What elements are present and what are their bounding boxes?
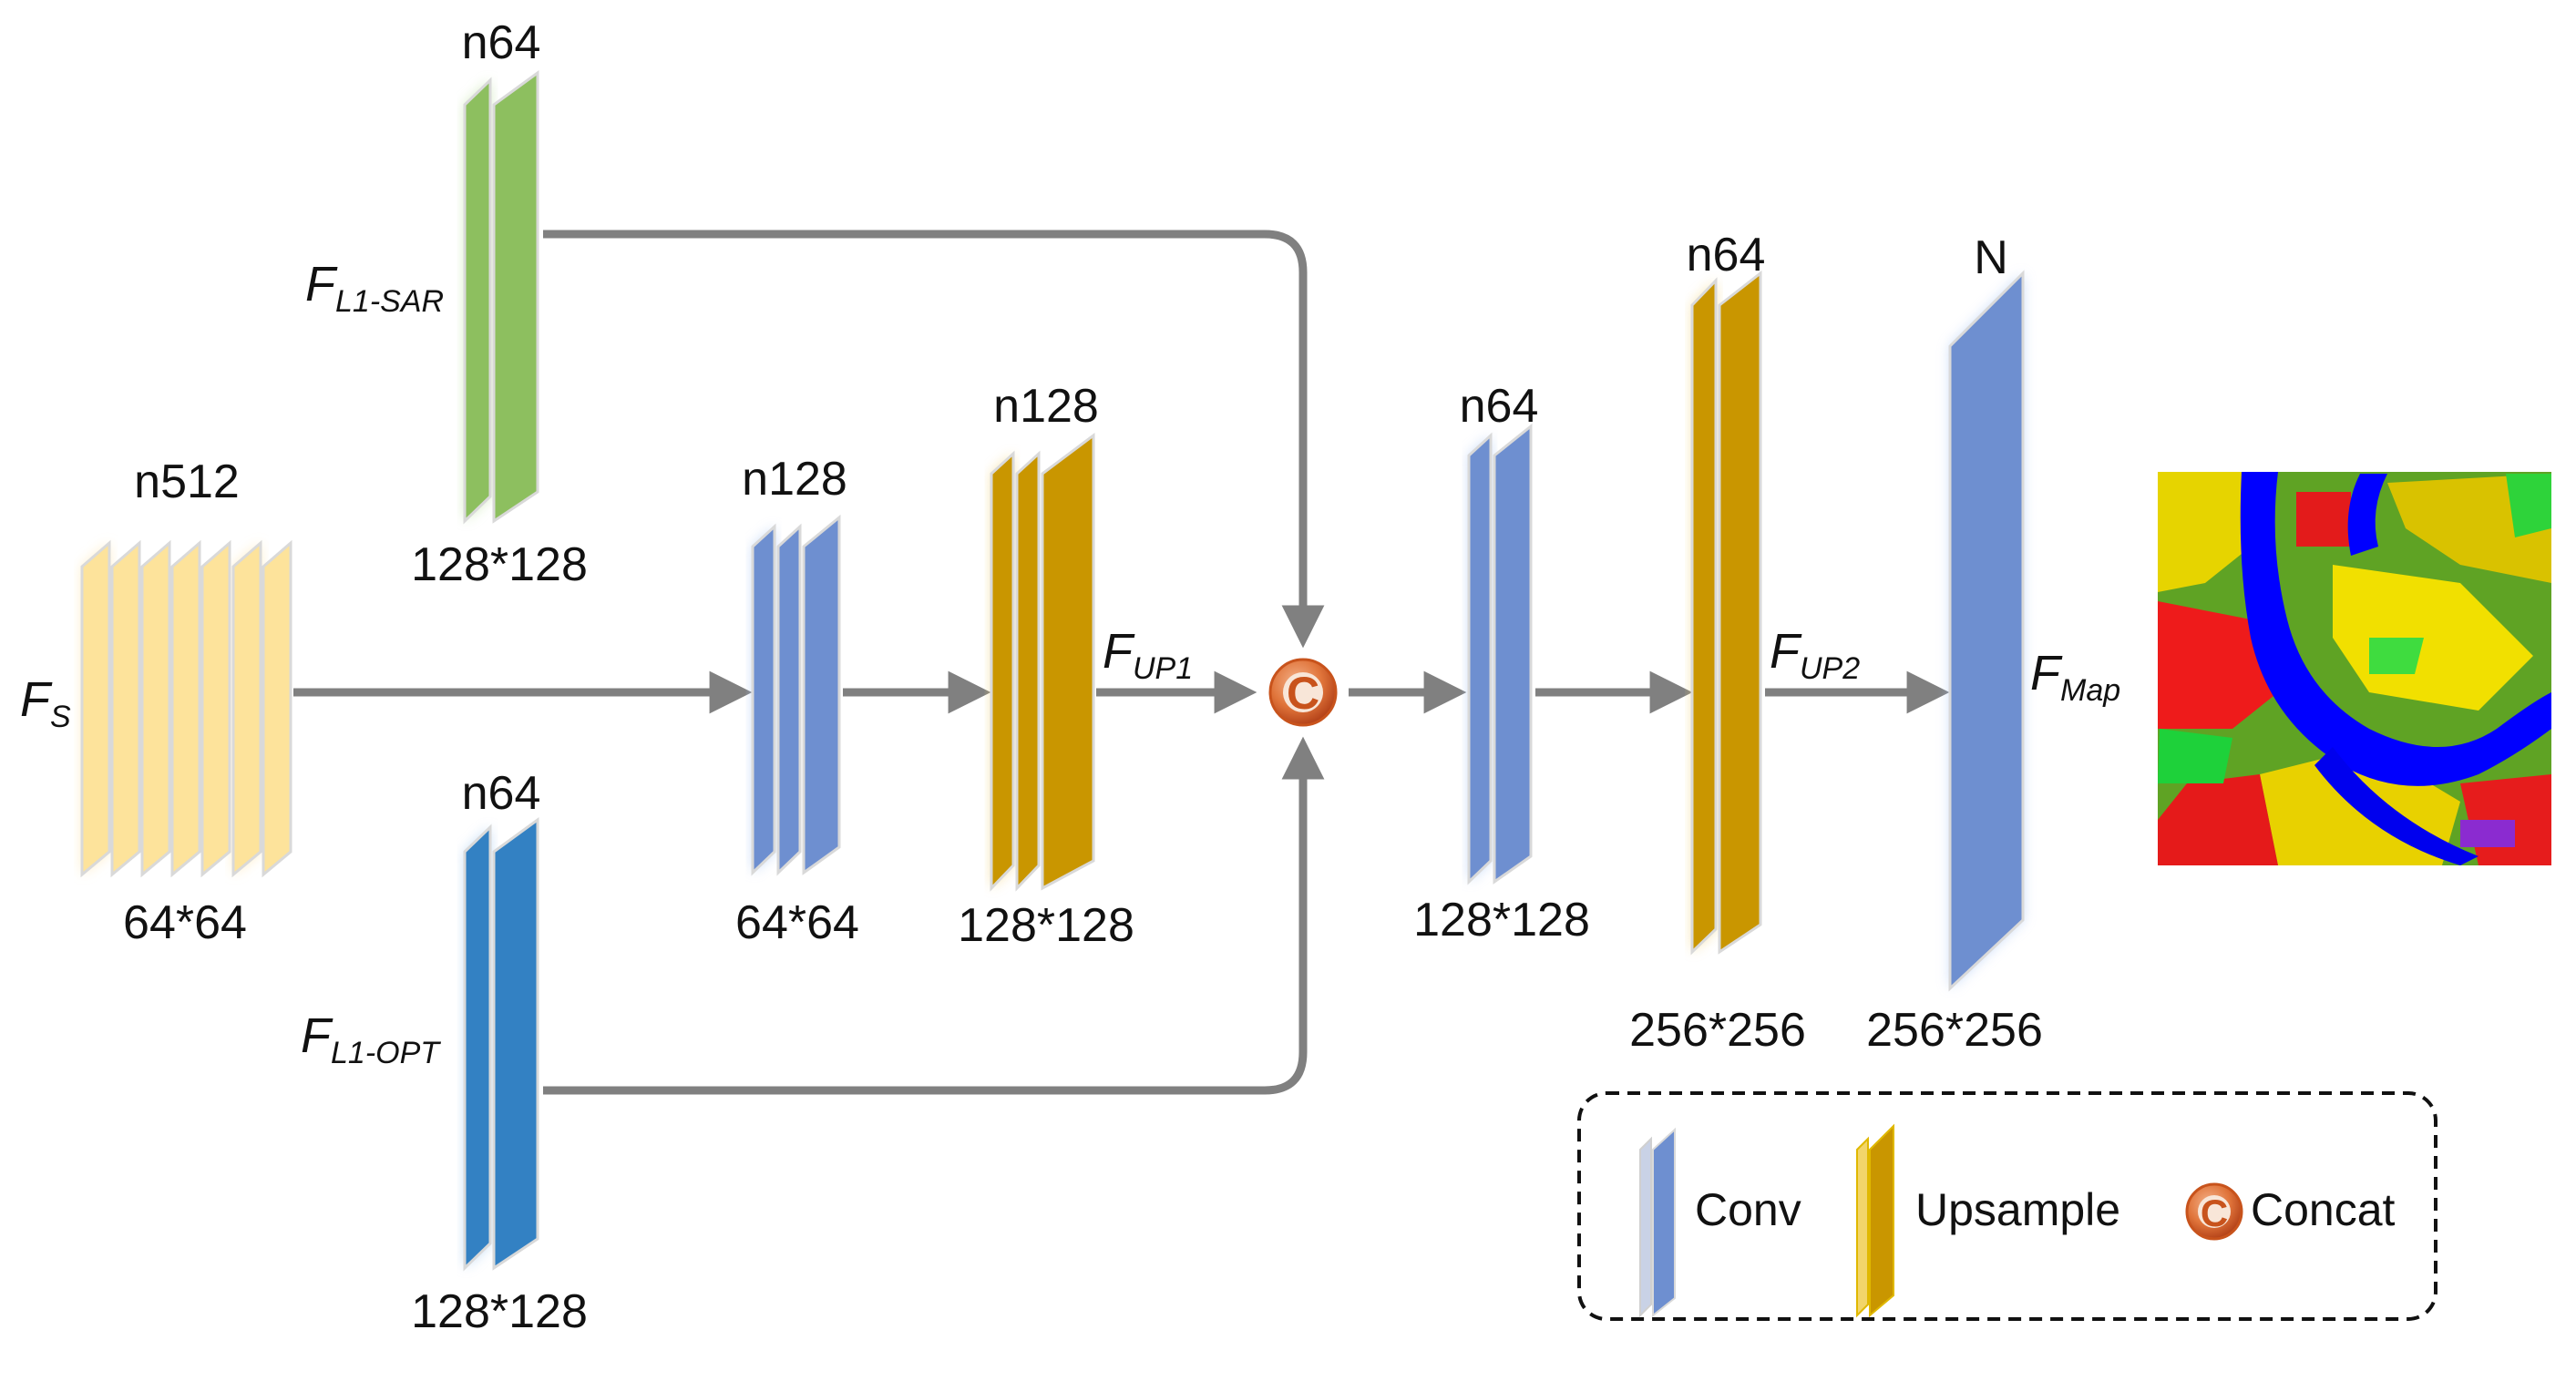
up1-label: FUP1 bbox=[1103, 624, 1193, 686]
fs-channels: n512 bbox=[134, 455, 240, 508]
conv1-block: n128 64*64 bbox=[735, 453, 859, 949]
opt-size: 128*128 bbox=[411, 1285, 588, 1338]
out-channels: N bbox=[1974, 231, 2008, 284]
up1-channels: n128 bbox=[993, 380, 1099, 433]
arrow-opt-to-concat bbox=[543, 736, 1325, 1095]
connections bbox=[293, 230, 1950, 1095]
legend-upsample-label: Upsample bbox=[1915, 1184, 2120, 1235]
conv2-channels: n64 bbox=[1460, 380, 1539, 433]
classification-map-image bbox=[2150, 465, 2559, 873]
upsample1-block: n128 128*128 FUP1 bbox=[958, 380, 1193, 952]
concat-node: C bbox=[1268, 658, 1338, 727]
output-block: N 256*256 FMap bbox=[1866, 231, 2120, 1057]
up2-label: FUP2 bbox=[1770, 624, 1860, 686]
upsample2-block: n64 256*256 FUP2 bbox=[1629, 229, 1860, 1057]
conv2-size: 128*128 bbox=[1413, 894, 1590, 946]
conv1-size: 64*64 bbox=[735, 896, 859, 949]
arrow-sar-to-concat bbox=[543, 230, 1325, 649]
concat-symbol: C bbox=[1287, 668, 1319, 719]
sar-size: 128*128 bbox=[411, 538, 588, 591]
out-label: FMap bbox=[2030, 646, 2120, 708]
up2-size: 256*256 bbox=[1629, 1004, 1806, 1057]
legend: Conv Upsample C Concat bbox=[1577, 1091, 2437, 1321]
up1-size: 128*128 bbox=[958, 899, 1134, 952]
legend-conv-label: Conv bbox=[1695, 1184, 1801, 1235]
fs-slices bbox=[80, 539, 292, 878]
legend-concat-symbol: C bbox=[2201, 1192, 2228, 1234]
conv1-channels: n128 bbox=[742, 453, 847, 506]
legend-box bbox=[1577, 1091, 2437, 1321]
legend-upsample-icon bbox=[1856, 1123, 1894, 1318]
up2-channels: n64 bbox=[1687, 229, 1766, 281]
opt-label: FL1-OPT bbox=[301, 1008, 441, 1070]
legend-concat-icon: C bbox=[2185, 1182, 2243, 1241]
sar-feature-block: n64 128*128 FL1-SAR bbox=[305, 16, 588, 591]
out-size: 256*256 bbox=[1866, 1004, 2043, 1057]
opt-channels: n64 bbox=[462, 767, 541, 820]
sar-channels: n64 bbox=[462, 16, 541, 69]
fs-label: FS bbox=[20, 672, 71, 734]
fs-feature-block: n512 64*64 FS bbox=[20, 455, 292, 949]
legend-conv-icon bbox=[1639, 1127, 1676, 1318]
opt-feature-block: n64 128*128 FL1-OPT bbox=[301, 767, 588, 1338]
conv2-block: n64 128*128 bbox=[1413, 380, 1590, 946]
fs-size: 64*64 bbox=[123, 896, 247, 949]
sar-label: FL1-SAR bbox=[305, 257, 444, 319]
legend-concat-label: Concat bbox=[2251, 1184, 2396, 1235]
